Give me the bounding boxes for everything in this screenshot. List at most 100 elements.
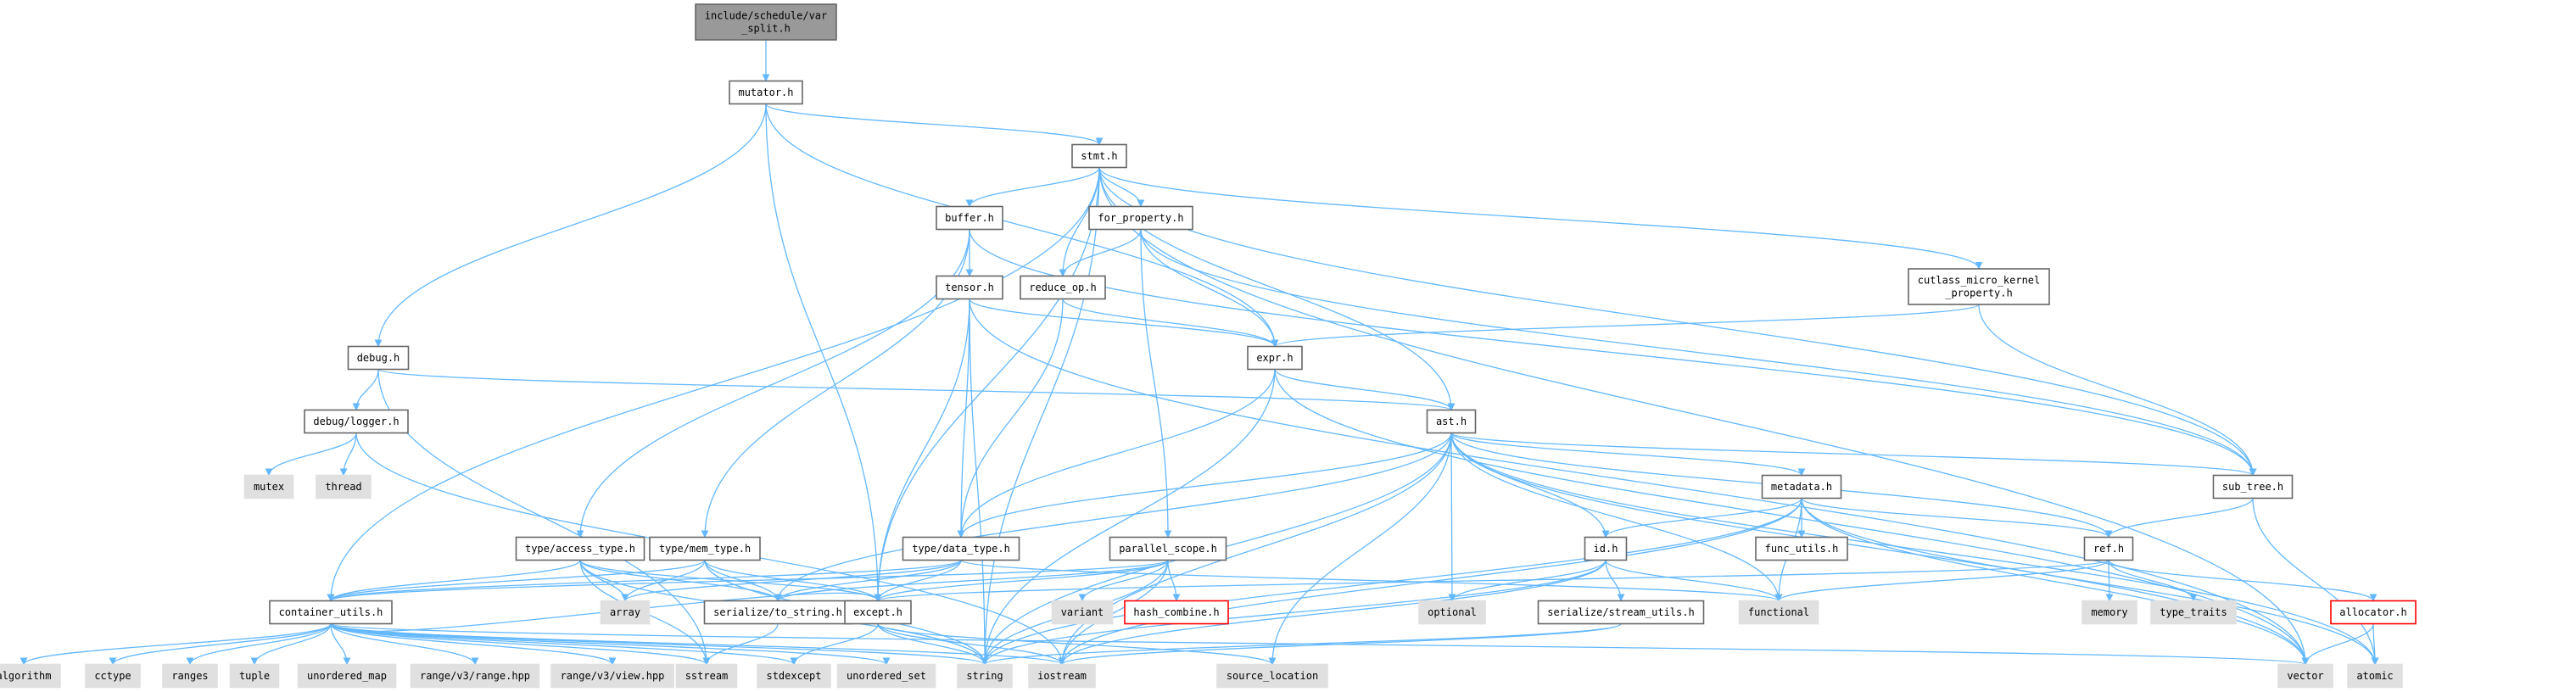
node-serialize_to_string[interactable]: serialize/to_string.h bbox=[703, 600, 852, 625]
node-range_v3_range: range/v3/range.hpp bbox=[410, 663, 540, 689]
node-label-variant: variant bbox=[1061, 606, 1104, 618]
node-data_type[interactable]: type/data_type.h bbox=[902, 536, 1020, 561]
node-mutator[interactable]: mutator.h bbox=[729, 80, 803, 105]
node-box-serialize_to_string[interactable] bbox=[703, 600, 852, 625]
edge-expr-to-data_type bbox=[957, 369, 1276, 539]
node-box-string bbox=[957, 663, 1013, 689]
node-box-cutlass[interactable] bbox=[1908, 268, 2050, 305]
node-box-unordered_map bbox=[297, 663, 397, 689]
node-box-stmt[interactable] bbox=[1071, 143, 1127, 169]
node-vector: vector bbox=[2277, 663, 2333, 689]
node-reduce_op[interactable]: reduce_op.h bbox=[1020, 275, 1106, 300]
node-tensor[interactable]: tensor.h bbox=[936, 275, 1003, 300]
node-box-var_split[interactable] bbox=[695, 3, 837, 41]
node-sub_tree[interactable]: sub_tree.h bbox=[2212, 474, 2294, 499]
edge-ast-to-source_location bbox=[1268, 432, 1452, 666]
edge-logger-to-mutex bbox=[265, 432, 357, 477]
node-metadata[interactable]: metadata.h bbox=[1761, 474, 1842, 499]
node-box-reduce_op[interactable] bbox=[1020, 275, 1106, 300]
edge-ast-to-iostream bbox=[1058, 432, 1452, 666]
node-label-iostream: iostream bbox=[1037, 670, 1087, 682]
node-box-ref[interactable] bbox=[2083, 536, 2134, 561]
node-box-tensor[interactable] bbox=[936, 275, 1003, 300]
node-access_type[interactable]: type/access_type.h bbox=[515, 536, 645, 561]
node-label-parallel_scope: parallel_scope.h bbox=[1119, 543, 1217, 555]
node-var_split[interactable]: include/schedule/var_split.h bbox=[695, 3, 837, 41]
edge-for_property-to-sub_tree bbox=[1140, 229, 2257, 477]
node-label-optional: optional bbox=[1428, 606, 1477, 618]
node-box-stream_utils[interactable] bbox=[1537, 600, 1705, 625]
edge-cutlass-to-expr bbox=[1271, 304, 1980, 348]
node-label-expr: expr.h bbox=[1256, 352, 1293, 364]
node-ref[interactable]: ref.h bbox=[2083, 536, 2134, 561]
node-cutlass[interactable]: cutlass_micro_kernel_property.h bbox=[1908, 268, 2050, 305]
node-id[interactable]: id.h bbox=[1584, 536, 1628, 561]
node-box-mutex bbox=[243, 474, 294, 499]
node-box-metadata[interactable] bbox=[1761, 474, 1842, 499]
edge-for_property-to-expr bbox=[1140, 229, 1279, 348]
edge-container_utils-to-algorithm bbox=[20, 622, 332, 666]
edge-metadata-to-ref bbox=[1801, 497, 2113, 539]
node-label-atomic: atomic bbox=[2356, 670, 2393, 682]
node-box-functional bbox=[1738, 600, 1819, 625]
node-algorithm: algorithm bbox=[0, 663, 61, 689]
node-parallel_scope[interactable]: parallel_scope.h bbox=[1109, 536, 1227, 561]
node-label-cutlass: cutlass_micro_kernel bbox=[1918, 275, 2041, 287]
node-label-type_traits: type_traits bbox=[2160, 606, 2227, 618]
node-func_utils[interactable]: func_utils.h bbox=[1755, 536, 1848, 561]
node-box-func_utils[interactable] bbox=[1755, 536, 1848, 561]
edge-id-to-functional bbox=[1605, 560, 1783, 602]
edge-parallel_scope-to-variant bbox=[1078, 560, 1169, 602]
node-label-var_split: include/schedule/var bbox=[705, 10, 828, 22]
node-debug[interactable]: debug.h bbox=[347, 345, 410, 371]
edge-debug-to-logger bbox=[352, 369, 379, 411]
node-memory: memory bbox=[2081, 600, 2137, 625]
node-box-mem_type[interactable] bbox=[649, 536, 761, 561]
node-label-func_utils: func_utils.h bbox=[1765, 543, 1839, 555]
node-logger[interactable]: debug/logger.h bbox=[304, 409, 409, 434]
node-box-memory bbox=[2081, 600, 2137, 625]
node-hash_combine: hash_combine.h bbox=[1124, 600, 1229, 625]
node-box-debug[interactable] bbox=[347, 345, 410, 371]
node-box-sstream bbox=[675, 663, 738, 689]
node-box-ranges bbox=[162, 663, 218, 689]
edge-stmt-to-except bbox=[874, 167, 1100, 602]
node-stmt[interactable]: stmt.h bbox=[1071, 143, 1127, 169]
node-box-expr[interactable] bbox=[1247, 345, 1303, 371]
edge-ast-to-optional bbox=[1448, 432, 1456, 602]
edge-ref-to-allocator bbox=[2108, 559, 2378, 602]
node-box-buffer[interactable] bbox=[936, 205, 1003, 231]
node-box-sub_tree[interactable] bbox=[2212, 474, 2294, 499]
edge-except-to-string bbox=[877, 623, 989, 666]
node-label-debug: debug.h bbox=[357, 352, 400, 364]
edge-mem_type-to-container_utils bbox=[327, 559, 706, 602]
edge-ref-to-functional bbox=[1774, 559, 2109, 602]
node-box-data_type[interactable] bbox=[902, 536, 1020, 561]
node-ast[interactable]: ast.h bbox=[1426, 409, 1477, 434]
node-except[interactable]: except.h bbox=[844, 600, 912, 625]
node-box-container_utils[interactable] bbox=[269, 600, 393, 625]
edge-container_utils-to-unordered_set bbox=[330, 622, 891, 666]
node-sstream: sstream bbox=[675, 663, 738, 689]
edge-logger-to-thread bbox=[339, 432, 357, 477]
node-stream_utils[interactable]: serialize/stream_utils.h bbox=[1537, 600, 1705, 625]
node-label-array: array bbox=[610, 606, 640, 618]
node-mem_type[interactable]: type/mem_type.h bbox=[649, 536, 761, 561]
node-for_property[interactable]: for_property.h bbox=[1088, 205, 1193, 231]
node-container_utils[interactable]: container_utils.h bbox=[269, 600, 393, 625]
node-box-logger[interactable] bbox=[304, 409, 409, 434]
edge-container_utils-to-cctype bbox=[109, 623, 332, 666]
edge-stmt-to-vector bbox=[1098, 167, 2310, 666]
node-box-mutator[interactable] bbox=[729, 80, 803, 105]
node-box-for_property[interactable] bbox=[1088, 205, 1193, 231]
node-box-ast[interactable] bbox=[1426, 409, 1477, 434]
node-label-ast: ast.h bbox=[1436, 416, 1467, 427]
node-box-id[interactable] bbox=[1584, 536, 1628, 561]
node-box-except[interactable] bbox=[844, 600, 912, 625]
node-box-parallel_scope[interactable] bbox=[1109, 536, 1227, 561]
node-buffer[interactable]: buffer.h bbox=[936, 205, 1003, 231]
node-label-unordered_set: unordered_set bbox=[847, 670, 926, 682]
node-box-access_type[interactable] bbox=[515, 536, 645, 561]
node-expr[interactable]: expr.h bbox=[1247, 345, 1303, 371]
